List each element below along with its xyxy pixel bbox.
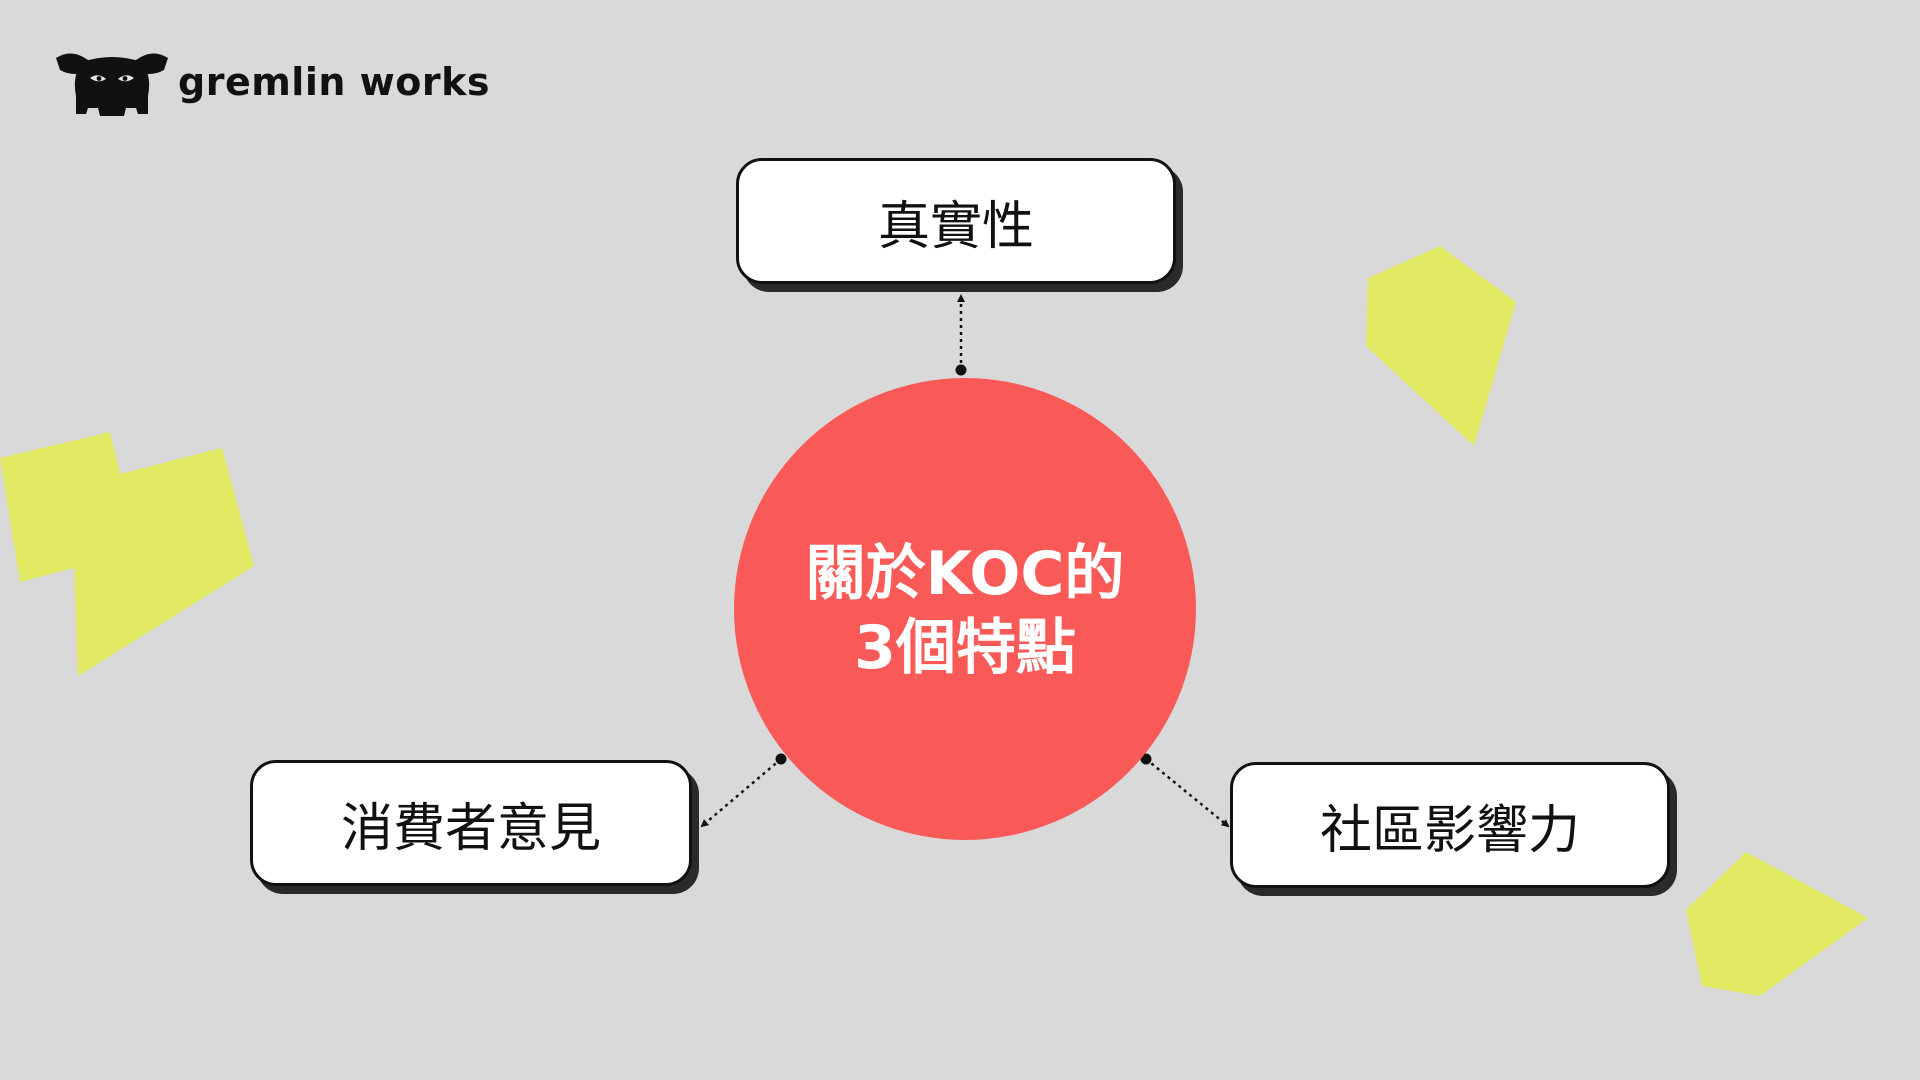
connector-top-dot [955, 364, 967, 376]
accent-shape-left [0, 432, 254, 676]
connector-right [1145, 758, 1230, 828]
node-consumer-opinion: 消費者意見 [250, 760, 692, 886]
accent-shape-bottom-right [1686, 852, 1868, 996]
connector-left-dot [775, 753, 787, 765]
node-community-influence: 社區影響力 [1230, 762, 1670, 888]
brand-logo: gremlin works [54, 48, 490, 120]
node-authenticity: 真實性 [736, 158, 1176, 284]
center-circle: 關於KOC的 3個特點 [734, 378, 1196, 840]
connector-left [700, 758, 782, 828]
gremlin-creature-icon [56, 53, 168, 116]
center-title: 關於KOC的 3個特點 [775, 537, 1155, 685]
connector-right-dot [1140, 753, 1152, 765]
center-title-line-1: 關於KOC的 [805, 539, 1125, 609]
center-title-line-2: 3個特點 [854, 613, 1076, 683]
logo-wordmark: gremlin works [178, 60, 490, 104]
accent-shape-top-right [1366, 246, 1516, 446]
